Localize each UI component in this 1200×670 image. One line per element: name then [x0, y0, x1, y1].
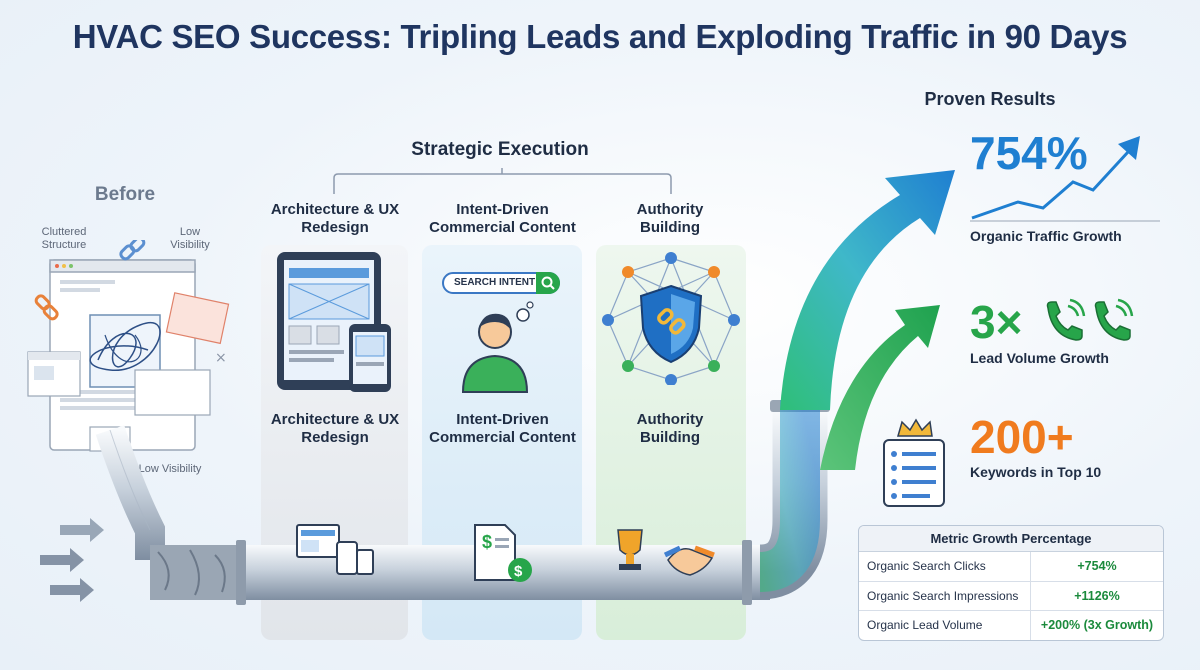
authority-caption: Authority Building — [636, 411, 704, 446]
architecture-title: Architecture & UX Redesign — [270, 201, 400, 236]
svg-text:$: $ — [514, 563, 523, 580]
table-row: Organic Search Clicks +754% — [859, 552, 1163, 582]
metric-growth-table: Metric Growth Percentage Organic Search … — [858, 525, 1164, 641]
authority-title: Authority Building — [636, 201, 704, 236]
lead-growth-value: 3× — [970, 296, 1023, 348]
svg-text:$: $ — [482, 532, 492, 552]
before-note-cluttered: Cluttered Structure — [41, 226, 87, 251]
trend-up-icon — [970, 136, 1160, 222]
table-cell-metric: Organic Lead Volume — [859, 611, 1031, 640]
crown-list-icon — [883, 418, 945, 507]
website-icon — [296, 524, 374, 575]
phone-ringing-icon — [1046, 298, 1134, 341]
before-note-low-visibility-bottom: Low Visibility — [138, 463, 202, 475]
trophy-handshake-icon — [617, 529, 715, 576]
person-thinking-icon — [461, 301, 534, 393]
table-cell-metric: Organic Search Clicks — [859, 552, 1031, 581]
content-title: Intent-Driven Commercial Content — [429, 201, 576, 236]
table-cell-value: +754% — [1077, 559, 1117, 573]
search-intent-label: SEARCH INTENT — [454, 277, 536, 288]
growth-pipeline: $ $ — [40, 170, 955, 605]
architecture-caption: Architecture & UX Redesign — [270, 411, 400, 446]
before-note-low-visibility: Low Visibility — [170, 226, 210, 251]
search-intent-box: SEARCH INTENT — [442, 272, 560, 294]
search-icon — [536, 272, 560, 294]
table-title: Metric Growth Percentage — [859, 526, 1163, 552]
table-cell-value: +200% (3x Growth) — [1040, 618, 1154, 632]
traffic-growth-value: 754% — [970, 127, 1088, 179]
shield-network-icon — [602, 252, 740, 385]
tablet-phone-icon — [277, 252, 391, 392]
proven-results-heading: Proven Results — [924, 89, 1056, 109]
table-row: Organic Search Impressions +1126% — [859, 581, 1163, 611]
table-row: Organic Lead Volume +200% (3x Growth) — [859, 611, 1163, 640]
content-caption: Intent-Driven Commercial Content — [429, 411, 576, 446]
table-cell-value: +1126% — [1074, 588, 1120, 603]
document-dollar-icon: $ $ — [474, 524, 532, 582]
keywords-caption: Keywords in Top 10 — [970, 464, 1102, 480]
keywords-value: 200+ — [970, 411, 1074, 463]
traffic-growth-caption: Organic Traffic Growth — [970, 228, 1122, 244]
lead-growth-caption: Lead Volume Growth — [970, 350, 1109, 366]
before-heading: Before — [94, 184, 156, 205]
page-title: HVAC SEO Success: Tripling Leads and Exp… — [72, 18, 1128, 55]
strategic-execution-heading: Strategic Execution — [411, 139, 589, 160]
svg-text:×: × — [215, 350, 227, 366]
strategy-bracket — [333, 168, 672, 194]
table-cell-metric: Organic Search Impressions — [859, 581, 1031, 610]
cluttered-website-illustration: × — [27, 240, 230, 452]
